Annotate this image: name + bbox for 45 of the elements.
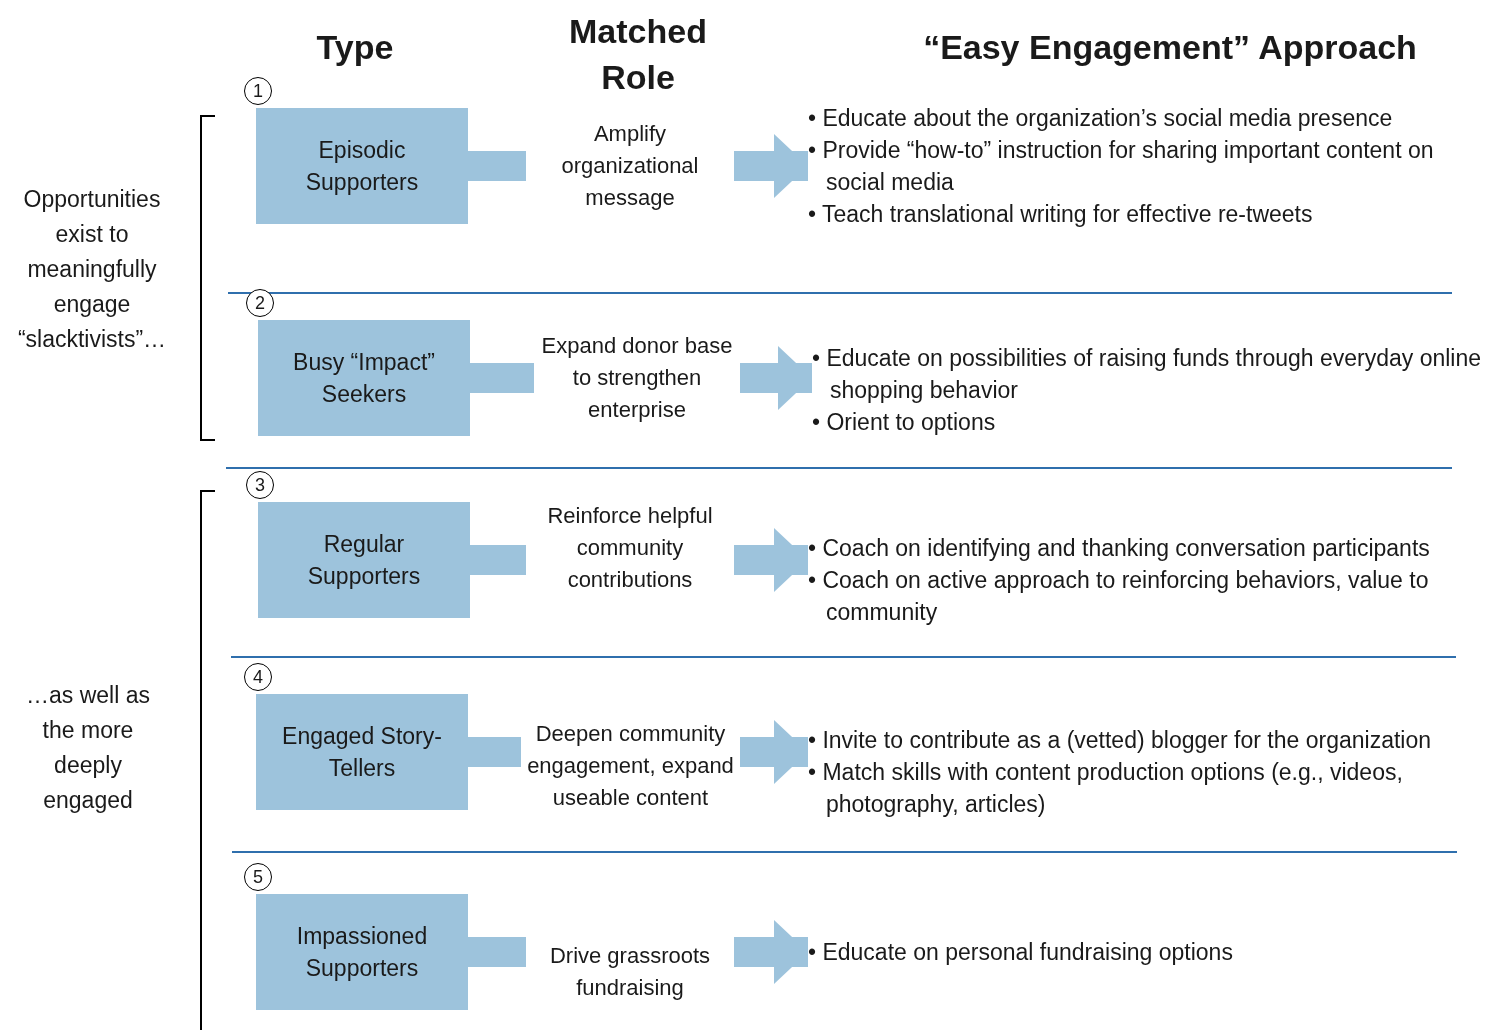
column-header: Matched Role <box>568 11 708 98</box>
number-circle: 4 <box>244 663 272 691</box>
number-circle: 5 <box>244 863 272 891</box>
connector-bar <box>470 545 526 575</box>
side-note: Opportunities exist to meaningfully engage “slacktivists”… <box>16 185 168 354</box>
side-note: …as well as the more deeply engaged <box>25 681 151 815</box>
bullet-text: • Coach on identifying and thanking conversation participants <box>808 534 1431 563</box>
block-arrow <box>734 920 808 984</box>
connector-bar <box>468 151 526 181</box>
connector-bar <box>468 737 521 767</box>
column-header: “Easy Engagement” Approach <box>922 27 1418 68</box>
number-circle: 2 <box>246 289 274 317</box>
type-name: Engaged Story-Tellers <box>281 722 443 783</box>
bullet-text: • Match skills with content production options (e.g., videos, photography, articles) <box>808 758 1404 819</box>
role-text: Drive grassroots fundraising <box>548 942 712 1002</box>
block-arrow <box>734 528 808 592</box>
number-circle: 1 <box>244 77 272 105</box>
type-name: Episodic Supporters <box>304 136 420 197</box>
column-header: Type <box>315 27 395 68</box>
role-text: Reinforce helpful community contributions <box>546 502 714 594</box>
role-text: Amplify organizational message <box>560 120 700 212</box>
connector-bar <box>468 937 526 967</box>
block-arrow <box>740 720 808 784</box>
type-box <box>256 694 468 810</box>
number-circle: 3 <box>246 471 274 499</box>
bullet-text: • Teach translational writing for effective re-tweets <box>808 200 1314 229</box>
type-box <box>256 894 468 1010</box>
block-arrow <box>740 346 812 410</box>
bullet-text: • Educate on possibilities of raising funds through everyday online shopping behavior <box>812 344 1482 405</box>
bullet-text: • Educate on personal fundraising options <box>808 938 1234 967</box>
type-box <box>258 502 470 618</box>
connector-bar <box>470 363 534 393</box>
role-text: Expand donor base to strengthen enterprise <box>540 332 734 424</box>
type-name: Impassioned Supporters <box>295 922 429 983</box>
type-name: Regular Supporters <box>306 530 422 591</box>
bullet-text: • Orient to options <box>812 408 997 437</box>
type-box <box>256 108 468 224</box>
bullet-text: • Provide “how-to” instruction for sharing important content on social media <box>808 136 1435 197</box>
bullet-text: • Educate about the organization’s social media presence <box>808 104 1394 133</box>
bullet-text: • Invite to contribute as a (vetted) blogger for the organization <box>808 726 1433 755</box>
bullet-text: • Coach on active approach to reinforcing behaviors, value to community <box>808 566 1430 627</box>
block-arrow <box>734 134 808 198</box>
type-name: Busy “Impact” Seekers <box>292 348 436 409</box>
type-box <box>258 320 470 436</box>
role-text: Deepen community engagement, expand useable content <box>526 720 735 812</box>
